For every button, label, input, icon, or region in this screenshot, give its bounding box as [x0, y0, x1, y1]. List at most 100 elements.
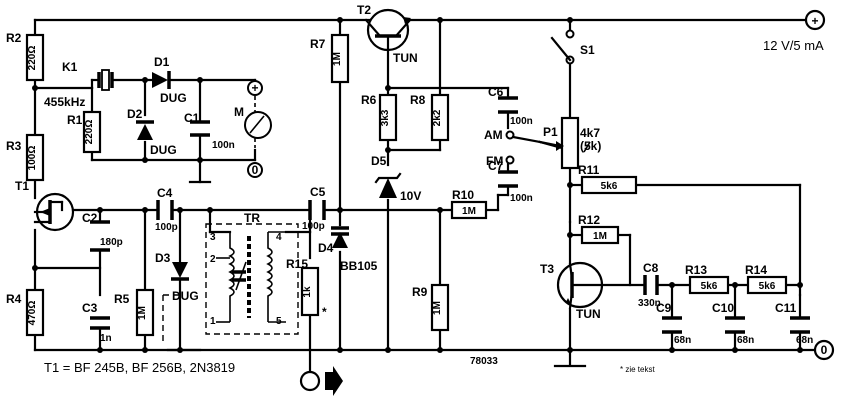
svg-text:68n: 68n — [737, 335, 754, 346]
svg-text:R7: R7 — [310, 37, 326, 51]
svg-text:5: 5 — [276, 316, 282, 327]
diode-d3: D3 DUG — [155, 251, 199, 345]
svg-text:100n: 100n — [510, 193, 533, 204]
junctions — [32, 17, 803, 353]
resistor-r9: 1M R9 — [412, 283, 450, 332]
diode-d5: D5 10V — [371, 154, 421, 203]
svg-text:100p: 100p — [302, 221, 325, 232]
svg-text:R15: R15 — [286, 257, 308, 271]
resistor-r2: 220Ω R2 — [6, 31, 45, 82]
svg-text:TR: TR — [244, 211, 260, 225]
svg-text:1M: 1M — [137, 306, 148, 320]
svg-text:C11: C11 — [775, 301, 797, 315]
potentiometer-p1: P1 4k7 (5k) — [538, 116, 601, 170]
svg-text:C5: C5 — [310, 185, 326, 199]
switch-s1: S1 — [550, 29, 595, 65]
svg-text:C2: C2 — [82, 211, 98, 225]
svg-text:470Ω: 470Ω — [27, 301, 38, 326]
svg-text:4: 4 — [276, 232, 282, 243]
svg-text:1M: 1M — [462, 206, 476, 217]
svg-text:R4: R4 — [6, 292, 22, 306]
resistor-r7: 1M R7 — [310, 33, 350, 84]
transformer-tr: TR 3 2 1 4 5 — [205, 211, 299, 335]
svg-text:P1: P1 — [543, 125, 558, 139]
resistor-r3: 100Ω R3 — [6, 133, 45, 182]
svg-text:C10: C10 — [712, 301, 734, 315]
capacitor-c9: C9 68n — [656, 301, 691, 346]
capacitor-c11: C11 68n — [775, 301, 813, 346]
svg-text:10V: 10V — [400, 189, 421, 203]
svg-text:D2: D2 — [127, 107, 143, 121]
svg-text:0: 0 — [252, 163, 259, 177]
svg-text:180p: 180p — [100, 237, 123, 248]
diagram-code: 78033 — [470, 356, 498, 367]
resistor-r5: 1M R5 — [114, 288, 155, 337]
svg-text:5k6: 5k6 — [601, 181, 618, 192]
svg-text:1M: 1M — [432, 301, 443, 315]
svg-text:*: * — [322, 305, 327, 319]
resistor-r12: 1M R12 — [578, 213, 620, 245]
resistor-r6: 3k3 R6 — [361, 93, 398, 142]
svg-text:68n: 68n — [674, 335, 691, 346]
svg-text:R10: R10 — [452, 188, 474, 202]
svg-text:R5: R5 — [114, 292, 130, 306]
resistor-r14: 5k6 R14 — [745, 263, 788, 295]
resistor-r15: 1k R15 * — [286, 257, 327, 319]
capacitor-c7: C7 100n — [488, 159, 533, 204]
svg-text:C4: C4 — [157, 186, 173, 200]
svg-text:C1: C1 — [184, 111, 200, 125]
svg-text:1M: 1M — [332, 52, 343, 66]
svg-text:R12: R12 — [578, 213, 600, 227]
antenna-input — [299, 366, 343, 396]
svg-text:100Ω: 100Ω — [27, 146, 38, 171]
resistor-r8: 2k2 R8 — [410, 93, 450, 142]
transistor-t2: T2 TUN — [357, 3, 418, 65]
svg-text:68n: 68n — [796, 335, 813, 346]
svg-text:220Ω: 220Ω — [84, 120, 95, 145]
svg-text:C6: C6 — [488, 85, 504, 99]
svg-text:3k3: 3k3 — [380, 109, 391, 126]
svg-text:R9: R9 — [412, 285, 428, 299]
svg-text:100p: 100p — [155, 222, 178, 233]
svg-text:5k6: 5k6 — [701, 281, 718, 292]
capacitor-c1: C1 100n — [184, 111, 235, 151]
svg-text:5k6: 5k6 — [759, 281, 776, 292]
capacitor-c8: C8 330n — [638, 261, 661, 309]
svg-text:2: 2 — [210, 254, 216, 265]
svg-text:DUG: DUG — [160, 91, 187, 105]
supply-terminal: + 12 V/5 mA — [763, 9, 826, 53]
svg-text:100n: 100n — [212, 140, 235, 151]
capacitor-c6: C6 100n — [488, 85, 533, 127]
svg-text:R13: R13 — [685, 263, 707, 277]
svg-text:330n: 330n — [638, 298, 661, 309]
svg-text:DUG: DUG — [150, 143, 177, 157]
svg-text:K1: K1 — [62, 60, 78, 74]
output-terminal: 0 — [813, 339, 835, 361]
band-switch: AM FM — [484, 128, 542, 168]
svg-text:T3: T3 — [540, 262, 554, 276]
resistor-r13: 5k6 R13 — [685, 263, 730, 295]
svg-text:AM: AM — [484, 128, 503, 142]
svg-text:220Ω: 220Ω — [27, 46, 38, 71]
filter-k1: K1 455kHz — [44, 60, 114, 109]
svg-text:R2: R2 — [6, 31, 22, 45]
svg-text:BB105: BB105 — [340, 259, 378, 273]
meter-m: + 0 M — [234, 80, 272, 178]
resistor-r1: 220Ω R1 — [67, 110, 102, 154]
capacitor-c5: C5 100p — [302, 185, 326, 232]
svg-text:3: 3 — [210, 232, 216, 243]
wiring — [33, 18, 817, 372]
capacitor-c4: C4 100p — [155, 186, 178, 233]
svg-text:TUN: TUN — [576, 307, 601, 321]
svg-text:T2: T2 — [357, 3, 371, 17]
svg-text:+: + — [811, 14, 818, 28]
svg-text:0: 0 — [821, 343, 828, 357]
transistor-t1: T1 — [15, 179, 75, 232]
svg-text:2k2: 2k2 — [432, 109, 443, 126]
svg-text:C7: C7 — [488, 159, 504, 173]
svg-text:100n: 100n — [510, 116, 533, 127]
svg-text:T1: T1 — [15, 179, 29, 193]
svg-text:R14: R14 — [745, 263, 767, 277]
resistor-r10: 1M R10 — [450, 188, 488, 220]
